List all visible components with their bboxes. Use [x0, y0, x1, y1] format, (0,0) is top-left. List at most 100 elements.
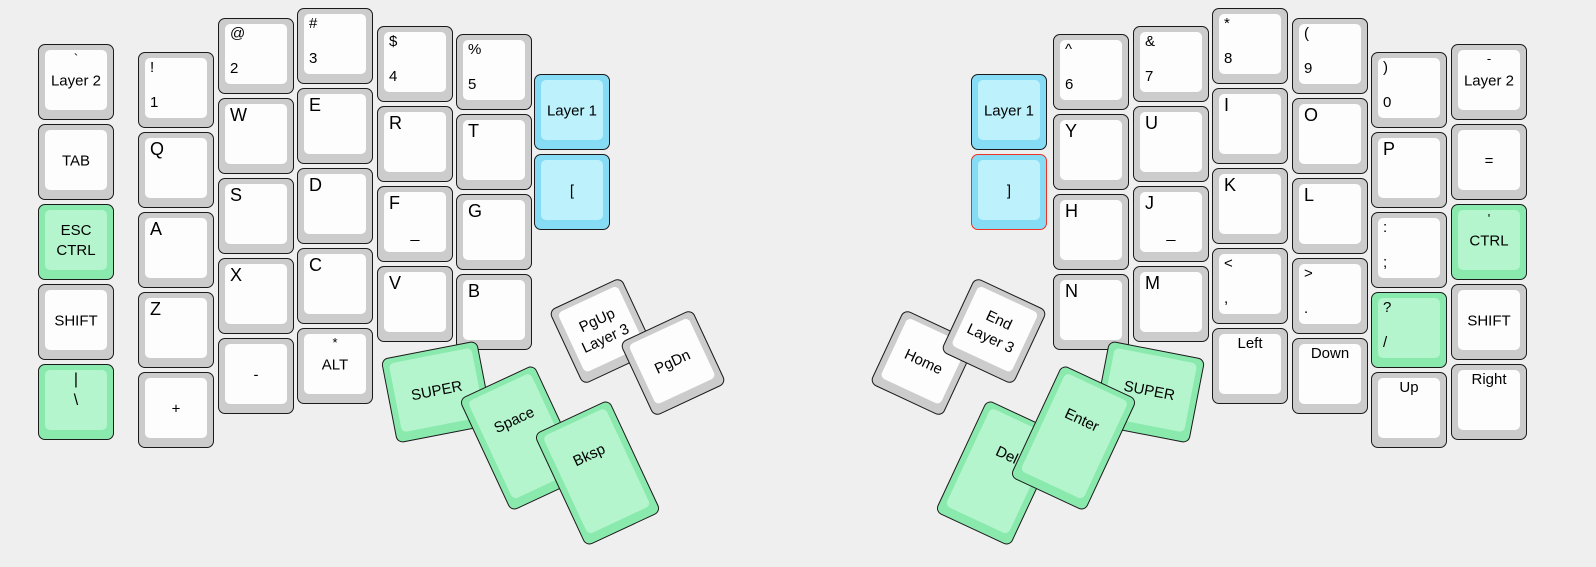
keycap-surface — [1299, 264, 1361, 324]
keycap-surface — [1060, 120, 1122, 180]
key-up[interactable]: Up — [1371, 372, 1447, 448]
key-u[interactable]: U — [1133, 106, 1209, 182]
keycap-surface — [1378, 58, 1440, 118]
key-k[interactable]: K — [1212, 168, 1288, 244]
keycap-surface — [145, 58, 207, 118]
keycap-surface — [950, 285, 1039, 374]
key-g[interactable]: G — [456, 194, 532, 270]
key-bracket-right[interactable]: ] — [971, 154, 1047, 230]
keycap-surface — [225, 264, 287, 324]
key-2[interactable]: @2 — [218, 18, 294, 94]
keycap-surface — [225, 24, 287, 84]
keycap-surface — [225, 344, 287, 404]
keycap-surface — [384, 272, 446, 332]
key-o[interactable]: O — [1292, 98, 1368, 174]
key-0[interactable]: )0 — [1371, 52, 1447, 128]
key-semicolon[interactable]: :; — [1371, 212, 1447, 288]
key-c[interactable]: C — [297, 248, 373, 324]
key-3[interactable]: #3 — [297, 8, 373, 84]
key-x[interactable]: X — [218, 258, 294, 334]
key-i[interactable]: I — [1212, 88, 1288, 164]
key-shift-left[interactable]: SHIFT — [38, 284, 114, 360]
key-layer1-right[interactable]: Layer 1 — [971, 74, 1047, 150]
key-e[interactable]: E — [297, 88, 373, 164]
keycap-surface — [225, 184, 287, 244]
keycap-surface — [463, 200, 525, 260]
keycap-surface — [978, 160, 1040, 220]
key-alt[interactable]: *ALT — [297, 328, 373, 404]
key-down[interactable]: Down — [1292, 338, 1368, 414]
key-8[interactable]: *8 — [1212, 8, 1288, 84]
keycap-surface — [1378, 138, 1440, 198]
keycap-surface — [1060, 280, 1122, 340]
keycap-surface — [1060, 40, 1122, 100]
key-pipe-backslash[interactable]: |\ — [38, 364, 114, 440]
key-6[interactable]: ^6 — [1053, 34, 1129, 110]
keycap-surface — [1140, 192, 1202, 252]
keycap-surface — [384, 192, 446, 252]
key-layer2-grave[interactable]: `Layer 2 — [38, 44, 114, 120]
key-quote-ctrl[interactable]: 'CTRL — [1451, 204, 1527, 280]
key-p[interactable]: P — [1371, 132, 1447, 208]
keycap-surface — [978, 80, 1040, 140]
key-z[interactable]: Z — [138, 292, 214, 368]
key-tab[interactable]: TAB — [38, 124, 114, 200]
keycap-surface — [1458, 370, 1520, 430]
key-shift-right[interactable]: SHIFT — [1451, 284, 1527, 360]
key-left[interactable]: Left — [1212, 328, 1288, 404]
keycap-surface — [384, 112, 446, 172]
key-a[interactable]: A — [138, 212, 214, 288]
key-4[interactable]: $4 — [377, 26, 453, 102]
keycap-surface — [45, 130, 107, 190]
key-esc-ctrl[interactable]: ESC CTRL — [38, 204, 114, 280]
key-5[interactable]: %5 — [456, 34, 532, 110]
keycap-surface — [1378, 298, 1440, 358]
key-n[interactable]: N — [1053, 274, 1129, 350]
keycap-surface — [145, 298, 207, 358]
keycap-surface — [1458, 130, 1520, 190]
key-j[interactable]: J_ — [1133, 186, 1209, 262]
keycap-surface — [1299, 184, 1361, 244]
key-s[interactable]: S — [218, 178, 294, 254]
key-9[interactable]: (9 — [1292, 18, 1368, 94]
key-w[interactable]: W — [218, 98, 294, 174]
keycap-surface — [1140, 112, 1202, 172]
key-slash[interactable]: ?/ — [1371, 292, 1447, 368]
key-right[interactable]: Right — [1451, 364, 1527, 440]
keycap-surface — [1378, 218, 1440, 278]
key-t[interactable]: T — [456, 114, 532, 190]
key-period[interactable]: >. — [1292, 258, 1368, 334]
keycap-surface — [1458, 50, 1520, 110]
key-bracket-left[interactable]: [ — [534, 154, 610, 230]
keycap-surface — [304, 254, 366, 314]
key-1[interactable]: !1 — [138, 52, 214, 128]
key-layer1-left[interactable]: Layer 1 — [534, 74, 610, 150]
key-y[interactable]: Y — [1053, 114, 1129, 190]
keycap-surface — [541, 80, 603, 140]
key-comma[interactable]: <, — [1212, 248, 1288, 324]
keycap-surface — [1060, 200, 1122, 260]
key-v[interactable]: V — [377, 266, 453, 342]
key-f[interactable]: F_ — [377, 186, 453, 262]
keycap-surface — [1299, 104, 1361, 164]
keycap-surface — [1299, 24, 1361, 84]
keycap-surface — [1219, 334, 1281, 394]
key-m[interactable]: M — [1133, 266, 1209, 342]
key-b[interactable]: B — [456, 274, 532, 350]
keycap-surface — [1219, 14, 1281, 74]
key-equals[interactable]: = — [1451, 124, 1527, 200]
key-minus[interactable]: - — [218, 338, 294, 414]
key-h[interactable]: H — [1053, 194, 1129, 270]
key-q[interactable]: Q — [138, 132, 214, 208]
keycap-surface — [384, 32, 446, 92]
keycap-surface — [541, 160, 603, 220]
key-layer2-minus[interactable]: -Layer 2 — [1451, 44, 1527, 120]
keycap-surface — [1219, 254, 1281, 314]
keycap-surface — [1458, 290, 1520, 350]
key-l[interactable]: L — [1292, 178, 1368, 254]
key-7[interactable]: &7 — [1133, 26, 1209, 102]
key-plus[interactable]: + — [138, 372, 214, 448]
key-r[interactable]: R — [377, 106, 453, 182]
key-d[interactable]: D — [297, 168, 373, 244]
